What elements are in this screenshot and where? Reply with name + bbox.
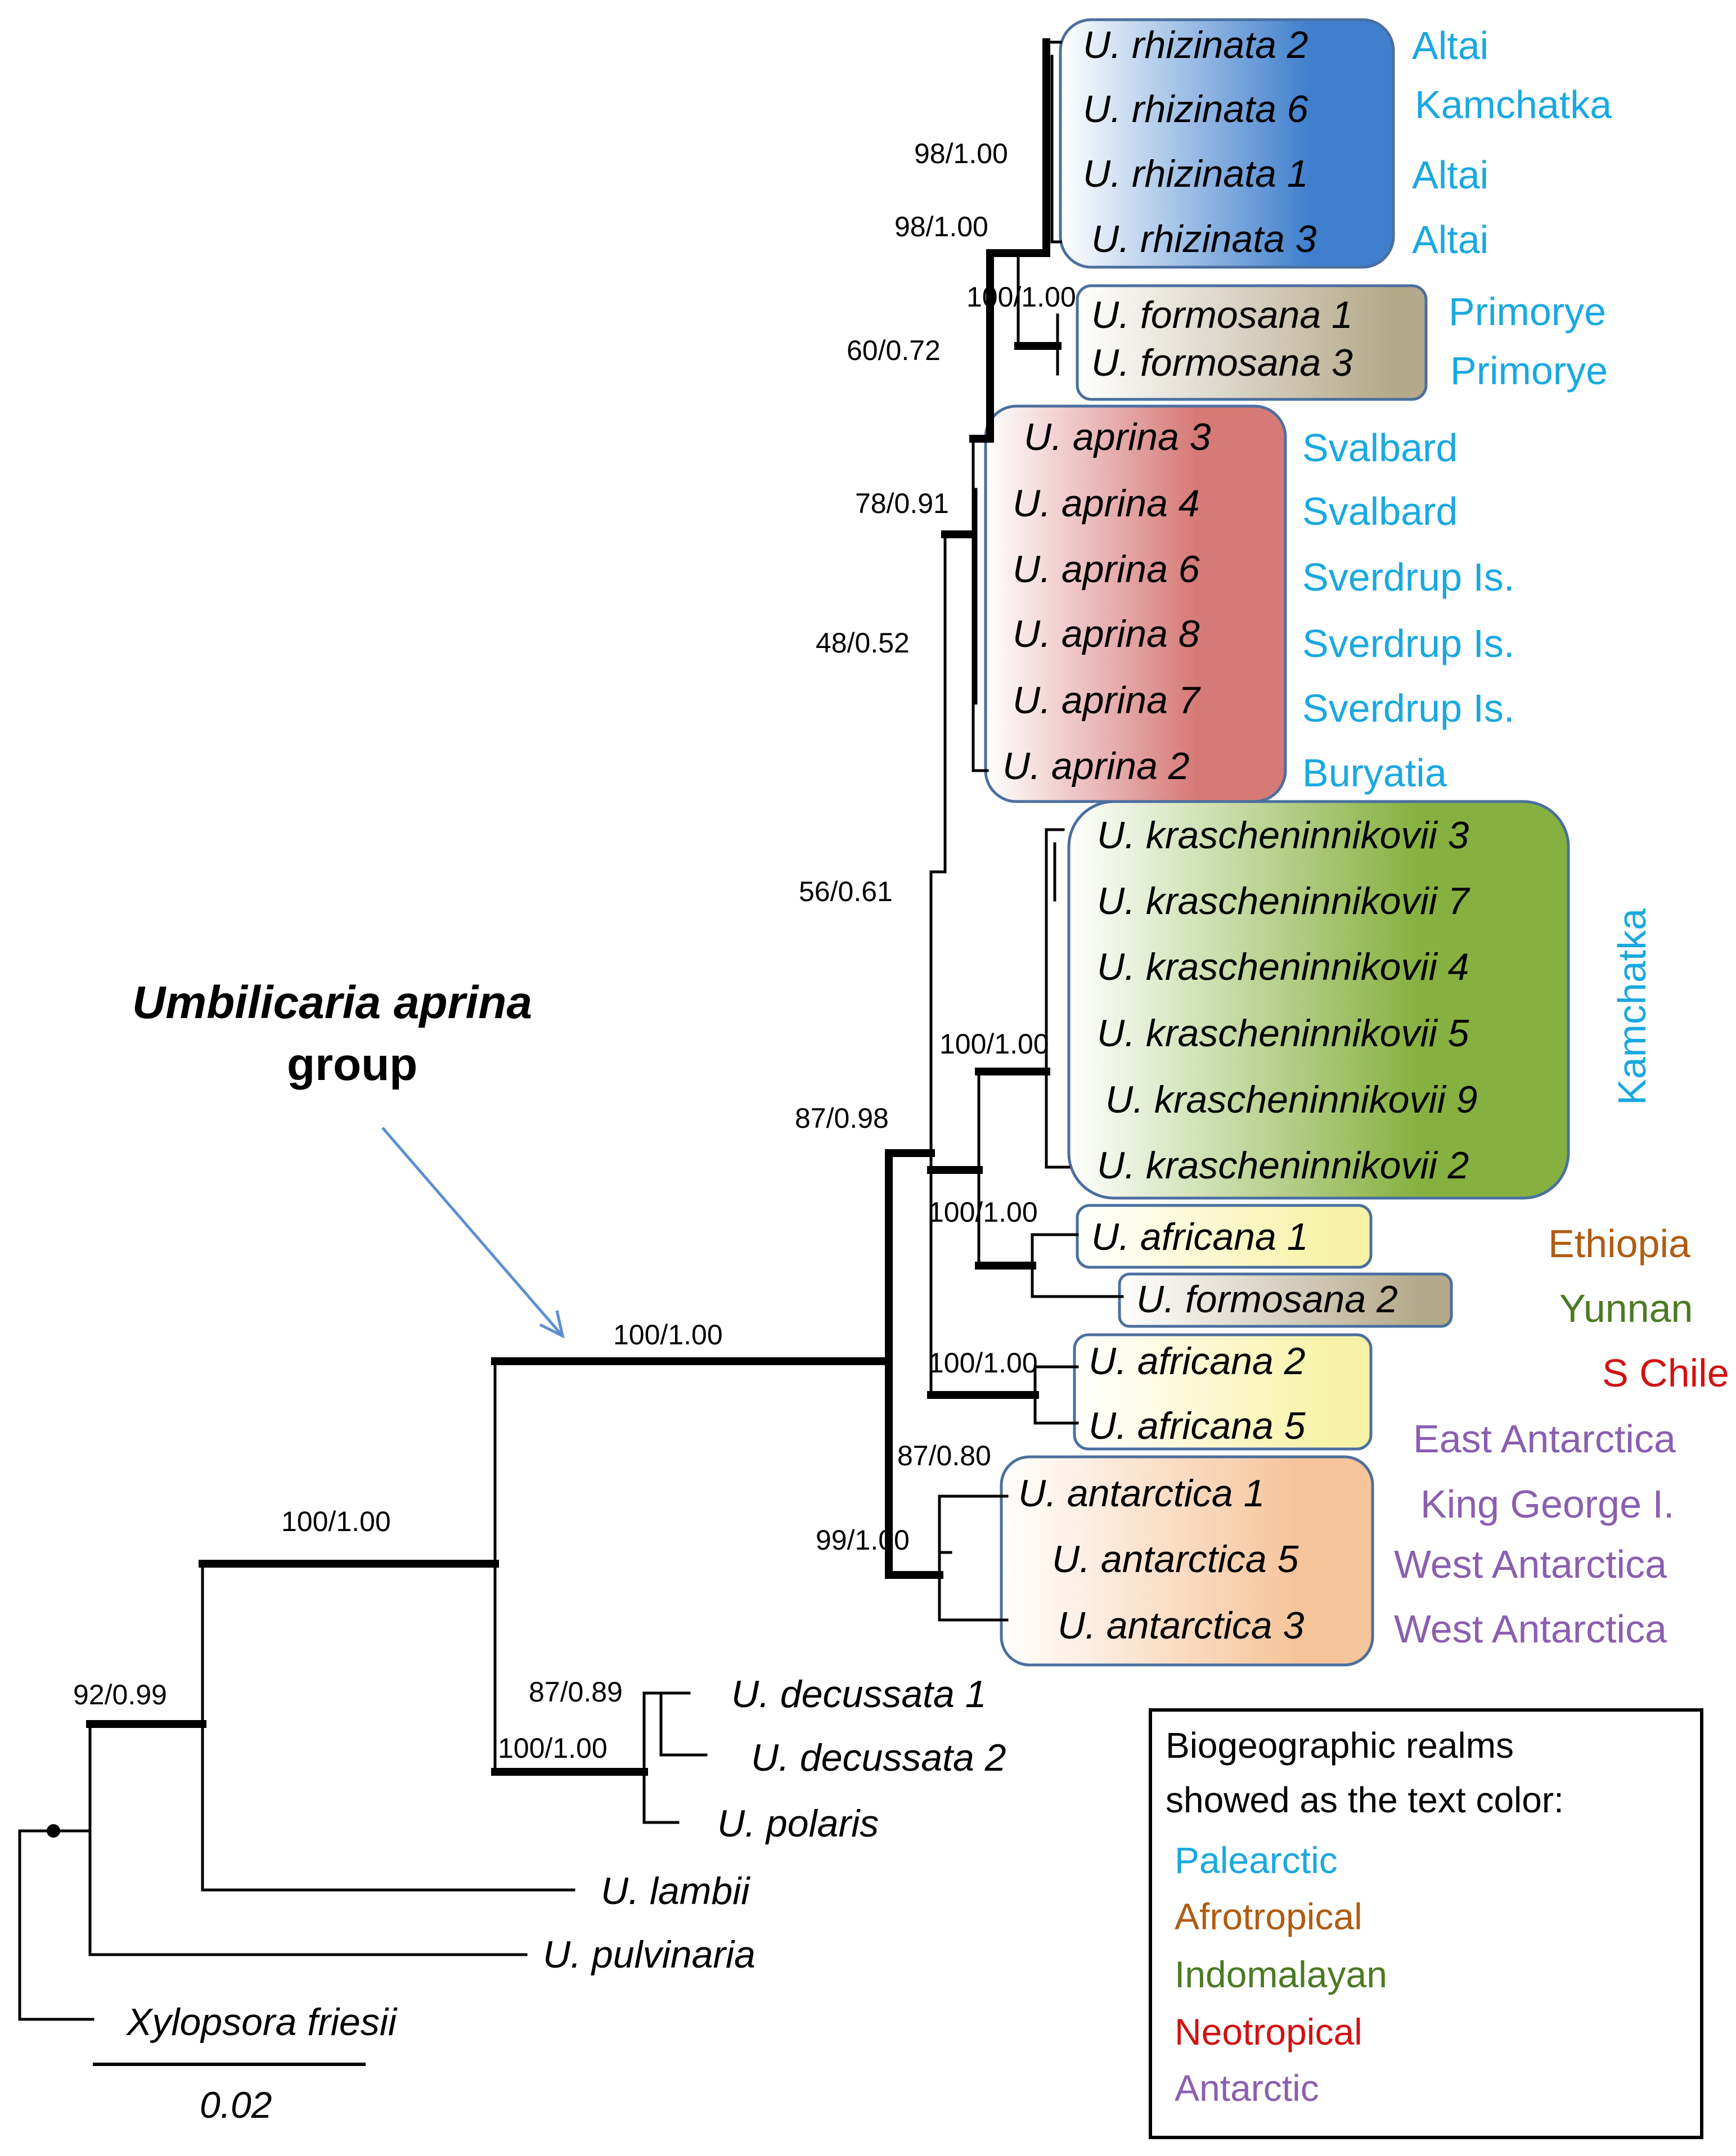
support-value: 100/1.00 [966,281,1076,313]
location-label: Primorye [1450,349,1608,393]
taxon-label: U. aprina 4 [1013,482,1200,525]
location-label: S Chile [1602,1351,1729,1395]
legend-title-line1: Biogeographic realms [1166,1725,1514,1766]
taxon-label: U. aprina 3 [1024,416,1211,458]
taxon-label: U. rhizinata 6 [1083,88,1308,130]
clade-box-aprina [984,404,1287,803]
support-values: 98/1.00 98/1.00 100/1.00 60/0.72 78/0.91… [73,138,1076,1764]
taxon-label: U. antarctica 5 [1052,1538,1299,1581]
location-label: Yunnan [1559,1286,1693,1330]
support-value: 87/0.80 [897,1440,991,1471]
location-label: Svalbard [1302,489,1458,533]
taxon-label: U. aprina 2 [1002,745,1190,787]
taxon-label: U. antarctica 1 [1018,1472,1265,1515]
taxon-label: U. rhizinata 2 [1083,24,1308,66]
support-value: 48/0.52 [816,627,910,659]
taxon-label: U. africana 2 [1089,1340,1306,1383]
taxon-label: U. aprina 6 [1013,548,1200,591]
tree-branches [18,38,1124,2021]
location-label: East Antarctica [1413,1417,1676,1461]
location-label: Buryatia [1302,751,1447,795]
support-value: 100/1.00 [498,1732,608,1764]
location-label: Sverdrup Is. [1302,686,1514,730]
legend: Biogeographic realms showed as the text … [1149,1708,1703,2139]
support-value: 87/0.89 [529,1676,623,1708]
taxon-label: U. pulvinaria [543,1933,755,1976]
support-value: 60/0.72 [847,335,941,366]
support-value: 78/0.91 [855,488,949,519]
legend-item-neotropical: Neotropical [1175,2011,1362,2053]
taxon-label: U. formosana 1 [1091,294,1353,336]
taxon-label: U. rhizinata 3 [1091,218,1317,260]
support-value: 100/1.00 [928,1347,1038,1379]
legend-title-line2: showed as the text color: [1166,1780,1564,1820]
legend-item-palearctic: Palearctic [1175,1839,1338,1881]
clade-box-rhizinata [1059,18,1395,269]
group-title-line2: group [287,1039,417,1090]
location-label: Altai [1412,218,1488,262]
taxon-label: U. antarctica 3 [1058,1604,1305,1647]
taxon-label: U. krascheninnikovii 3 [1097,814,1469,857]
group-title-line1: Umbilicaria aprina [132,977,532,1028]
legend-item-indomalayan: Indomalayan [1175,1954,1387,1995]
root-node-dot [47,1824,60,1838]
location-label: Svalbard [1302,426,1458,470]
taxon-label: Xylopsora friesii [125,2001,398,2044]
support-value: 100/1.00 [281,1506,391,1537]
location-label: Ethiopia [1548,1222,1690,1266]
taxon-labels: U. rhizinata 2 U. rhizinata 6 U. rhizina… [125,24,1477,2044]
support-value: 100/1.00 [613,1319,723,1351]
support-value: 98/1.00 [914,138,1008,169]
taxon-label: U. aprina 7 [1013,679,1201,722]
location-label: West Antarctica [1394,1542,1667,1586]
location-label: King George I. [1420,1482,1674,1526]
clade-box-formosana2 [1118,1272,1453,1328]
support-value: 87/0.98 [795,1102,889,1134]
legend-item-afrotropical: Afrotropical [1175,1896,1362,1937]
support-value: 100/1.00 [928,1196,1038,1228]
location-label: Altai [1412,24,1488,67]
taxon-label: U. polaris [717,1802,879,1845]
support-value: 99/1.00 [816,1524,910,1556]
clade-box-krascheninnikovii [1067,800,1570,1200]
taxon-label: U. formosana 3 [1091,341,1353,384]
location-label: Kamchatka [1415,83,1612,127]
location-label: West Antarctica [1394,1607,1667,1651]
clade-box-formosana [1076,284,1428,401]
clade-box-africana-pair [1073,1333,1373,1451]
taxon-label: U. krascheninnikovii 2 [1097,1144,1469,1187]
clade-box-antarctica [1000,1455,1374,1667]
location-label: Sverdrup Is. [1302,555,1514,599]
taxon-label: U. krascheninnikovii 7 [1097,880,1470,922]
taxon-label: U. krascheninnikovii 5 [1097,1012,1469,1055]
taxon-label: U. africana 5 [1089,1405,1306,1447]
taxon-label: U. rhizinata 1 [1083,152,1308,195]
legend-box [1149,1708,1703,2139]
taxon-label: U. krascheninnikovii 4 [1097,946,1469,988]
taxon-label: U. africana 1 [1091,1216,1308,1258]
location-label: Primorye [1449,290,1606,334]
support-value: 98/1.00 [894,211,988,242]
support-value: 56/0.61 [799,876,893,907]
location-label: Altai [1412,153,1488,197]
support-value: 92/0.99 [73,1679,167,1711]
taxon-label: U. decussata 1 [731,1673,987,1716]
location-label: Sverdrup Is. [1302,622,1514,665]
location-label-kamchatka-vertical: Kamchatka [1610,908,1654,1105]
taxon-label: U. lambii [601,1870,750,1912]
taxon-label: U. decussata 2 [751,1736,1006,1779]
taxon-label: U. krascheninnikovii 9 [1105,1078,1477,1121]
taxon-label: U. formosana 2 [1136,1278,1398,1321]
scale-label: 0.02 [200,2084,272,2126]
clade-box-africana1 [1076,1204,1373,1269]
taxon-label: U. aprina 8 [1013,613,1200,655]
legend-item-antarctic: Antarctic [1175,2067,1319,2109]
location-labels: Altai Kamchatka Altai Altai Primorye Pri… [1302,24,1729,1651]
arrow-icon [381,1127,565,1339]
support-value: 100/1.00 [939,1028,1049,1060]
